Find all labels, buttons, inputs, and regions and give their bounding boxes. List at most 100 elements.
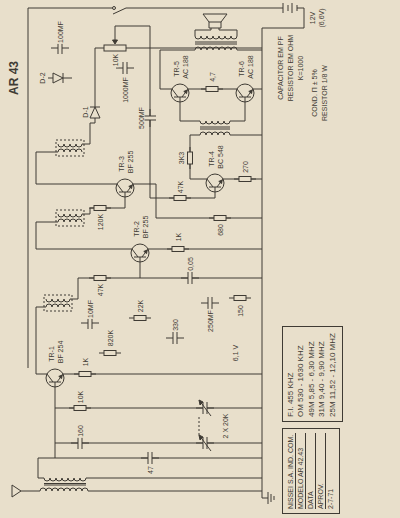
value-label: (6,6V) bbox=[318, 7, 325, 28]
wire bbox=[36, 222, 126, 249]
value-label: 1000MF bbox=[122, 76, 129, 104]
coil-winding bbox=[58, 149, 82, 152]
transistor-leads bbox=[41, 374, 69, 390]
value-label: K=1000 bbox=[297, 55, 304, 81]
transistor-leads bbox=[231, 89, 259, 105]
value-label: 10MF bbox=[87, 299, 94, 319]
resistor-symbol bbox=[239, 177, 251, 182]
wire bbox=[262, 38, 263, 498]
value-label: 10K bbox=[112, 53, 119, 67]
diode-symbol bbox=[90, 107, 100, 118]
wire bbox=[70, 265, 140, 299]
value-label: 820K bbox=[107, 329, 114, 347]
value-label: 100MF bbox=[57, 20, 64, 44]
wire bbox=[38, 390, 55, 478]
capacitor-symbol bbox=[141, 452, 159, 464]
value-label: 270 bbox=[242, 160, 249, 174]
value-label: 12V bbox=[309, 11, 316, 25]
resistor-symbol bbox=[234, 296, 246, 301]
value-label: 3K3 bbox=[178, 151, 185, 165]
switch-contact bbox=[113, 7, 116, 10]
capacitor-gap bbox=[144, 116, 156, 120]
value-label: 500MF bbox=[138, 106, 145, 130]
table-text: DATA bbox=[305, 433, 315, 509]
table-text: 25M 11,52 - 12,10 MHZ bbox=[328, 331, 338, 417]
wire bbox=[88, 491, 262, 492]
wire bbox=[126, 8, 283, 9]
emitter-arrow bbox=[219, 180, 222, 184]
wire bbox=[195, 28, 211, 36]
coil-winding bbox=[58, 219, 82, 222]
transistor-leads bbox=[201, 179, 229, 195]
value-label: 1K bbox=[175, 232, 182, 243]
capacitor-gap bbox=[188, 272, 192, 284]
value-label: 10K bbox=[77, 390, 84, 404]
value-label: 2 X 20K bbox=[222, 413, 229, 440]
circuit bbox=[12, 3, 304, 504]
table-text: 31M 9,40 - 9,90 MHZ bbox=[317, 331, 327, 417]
coil-winding bbox=[58, 214, 82, 217]
table-text: NISSEI S.A. IND. COM. bbox=[286, 433, 295, 509]
value-label: 47K bbox=[97, 283, 104, 297]
emitter-arrow bbox=[59, 375, 62, 379]
antenna-core bbox=[44, 484, 86, 486]
resistor-symbol bbox=[206, 87, 218, 92]
capacitor-symbol bbox=[201, 297, 219, 309]
battery-symbol bbox=[283, 3, 297, 13]
value-label: BF 255 bbox=[127, 150, 134, 175]
transistor-leads bbox=[111, 184, 139, 200]
wire bbox=[86, 478, 262, 479]
resistor-symbol bbox=[188, 152, 193, 164]
value-label: AC 188 bbox=[182, 54, 189, 79]
resistor-symbol bbox=[214, 216, 226, 221]
resistor-symbol bbox=[134, 316, 146, 321]
if-transformer-can bbox=[44, 295, 72, 311]
value-label: BC 548 bbox=[217, 144, 224, 169]
value-label: TR-2 bbox=[133, 220, 140, 238]
value-label: 47K bbox=[177, 180, 184, 194]
wire bbox=[36, 152, 111, 184]
wire bbox=[69, 374, 262, 375]
value-label: 330 bbox=[172, 318, 179, 332]
title-block: NISSEI S.A. IND. COM.MODELO AR 42.43DATA… bbox=[282, 428, 340, 514]
transformer-core bbox=[195, 42, 237, 44]
resistor-symbol bbox=[172, 247, 184, 252]
wire bbox=[95, 48, 104, 107]
wire bbox=[259, 89, 262, 90]
wire bbox=[180, 105, 200, 121]
value-label: RESISTOR 1/8 W bbox=[321, 64, 328, 122]
coil-winding bbox=[40, 488, 88, 491]
resistor-symbol bbox=[174, 196, 186, 201]
value-label: 0,05 bbox=[187, 256, 194, 272]
capacitor-gap bbox=[148, 452, 152, 464]
value-label: 1K bbox=[82, 357, 89, 368]
potentiometer-symbol bbox=[104, 45, 126, 51]
frequency-table: F.I. 455 KHZOM 530 - 1630 KHZ49M 5,85 - … bbox=[282, 326, 343, 422]
variable-arrowhead bbox=[199, 435, 203, 440]
value-label: 250MF bbox=[207, 309, 214, 333]
diode-bar bbox=[90, 107, 100, 108]
value-label: 6,1 V bbox=[232, 344, 239, 362]
coil-winding bbox=[46, 304, 70, 307]
wire bbox=[237, 50, 262, 51]
transformer-core bbox=[200, 127, 230, 129]
value-label: COND. Π ± 5% bbox=[311, 68, 318, 117]
coil-winding bbox=[195, 47, 237, 50]
capacitor-gap bbox=[78, 437, 82, 449]
coil-winding bbox=[44, 478, 86, 481]
ground-symbol bbox=[262, 492, 274, 504]
if-transformer-can bbox=[56, 210, 84, 226]
emitter-arrow bbox=[184, 90, 187, 94]
value-label: TR-3 bbox=[118, 155, 125, 173]
capacitor-gap bbox=[123, 62, 127, 74]
value-label: TR-6 bbox=[238, 60, 245, 78]
table-text: APROV. bbox=[315, 433, 325, 509]
value-label: 47 bbox=[147, 465, 154, 475]
emitter-arrow bbox=[144, 250, 147, 254]
value-label: CAPACITOR EM PF bbox=[277, 35, 284, 101]
table-text: MODELO AR 42.43 bbox=[295, 433, 305, 509]
emitter-arrow bbox=[129, 185, 132, 189]
wire bbox=[82, 200, 125, 214]
table-text: F.I. 455 KHZ bbox=[286, 331, 296, 417]
